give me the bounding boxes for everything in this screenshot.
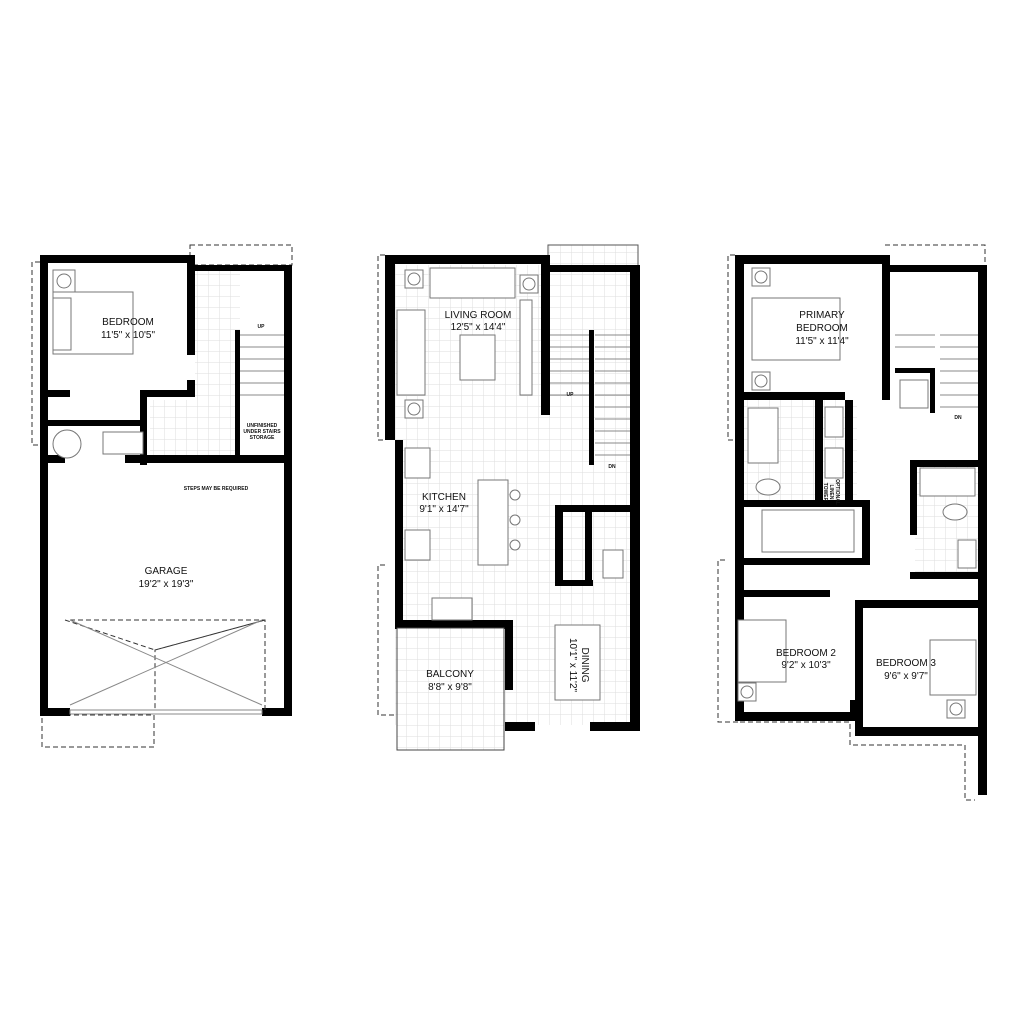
lower-stairs [240, 334, 284, 396]
lower-bedroom-name: BEDROOM [102, 317, 154, 328]
main-level-plan: LIVING ROOM 12'5" x 14'4" KITCHEN 9'1" x… [377, 244, 640, 751]
primary-bedroom-size: 11'5" x 11'4" [795, 336, 849, 347]
main-stair-up: UP [567, 392, 575, 398]
upper-level-plan: PRIMARY BEDROOM 11'5" x 11'4" BEDROOM 2 … [717, 244, 987, 801]
kitchen-size: 9'1" x 14'7" [419, 504, 469, 515]
steps-note: STEPS MAY BE REQUIRED [184, 486, 249, 492]
storage-label-3: STORAGE [250, 435, 275, 441]
balcony-size: 8'8" x 9'8" [428, 682, 472, 693]
primary-bedroom-name-1: PRIMARY [799, 310, 845, 321]
storage-label-2: UNDER STAIRS [243, 429, 281, 435]
kitchen-name: KITCHEN [422, 492, 466, 503]
storage-label-1: UNFINISHED [247, 423, 278, 429]
main-stair-down: DN [608, 464, 616, 470]
garage-name: GARAGE [145, 566, 188, 577]
bedroom3-name: BEDROOM 3 [876, 658, 936, 669]
linen-label-3: TOWER [822, 483, 828, 502]
lower-level-plan: BEDROOM 11'5" x 10'5" GARAGE 19'2" x 19'… [31, 244, 293, 748]
bedroom2-name: BEDROOM 2 [776, 648, 836, 659]
lower-bedroom-size: 11'5" x 10'5" [101, 330, 156, 341]
linen-label-1: OPTIONAL [834, 479, 840, 505]
bedroom3-size: 9'6" x 9'7" [884, 671, 928, 682]
balcony-name: BALCONY [426, 669, 474, 680]
garage-size: 19'2" x 19'3" [139, 579, 194, 590]
living-room-name: LIVING ROOM [445, 310, 512, 321]
primary-bedroom-name-2: BEDROOM [796, 323, 848, 334]
living-room-size: 12'5" x 14'4" [451, 322, 506, 333]
lower-stair-up: UP [258, 324, 266, 330]
bedroom2-size: 9'2" x 10'3" [781, 660, 831, 671]
linen-label-2: LINEN [828, 485, 834, 500]
dining-size: 10'1" x 11'2" [567, 638, 578, 693]
upper-stair-down: DN [954, 415, 962, 421]
dining-name: DINING [579, 648, 590, 683]
